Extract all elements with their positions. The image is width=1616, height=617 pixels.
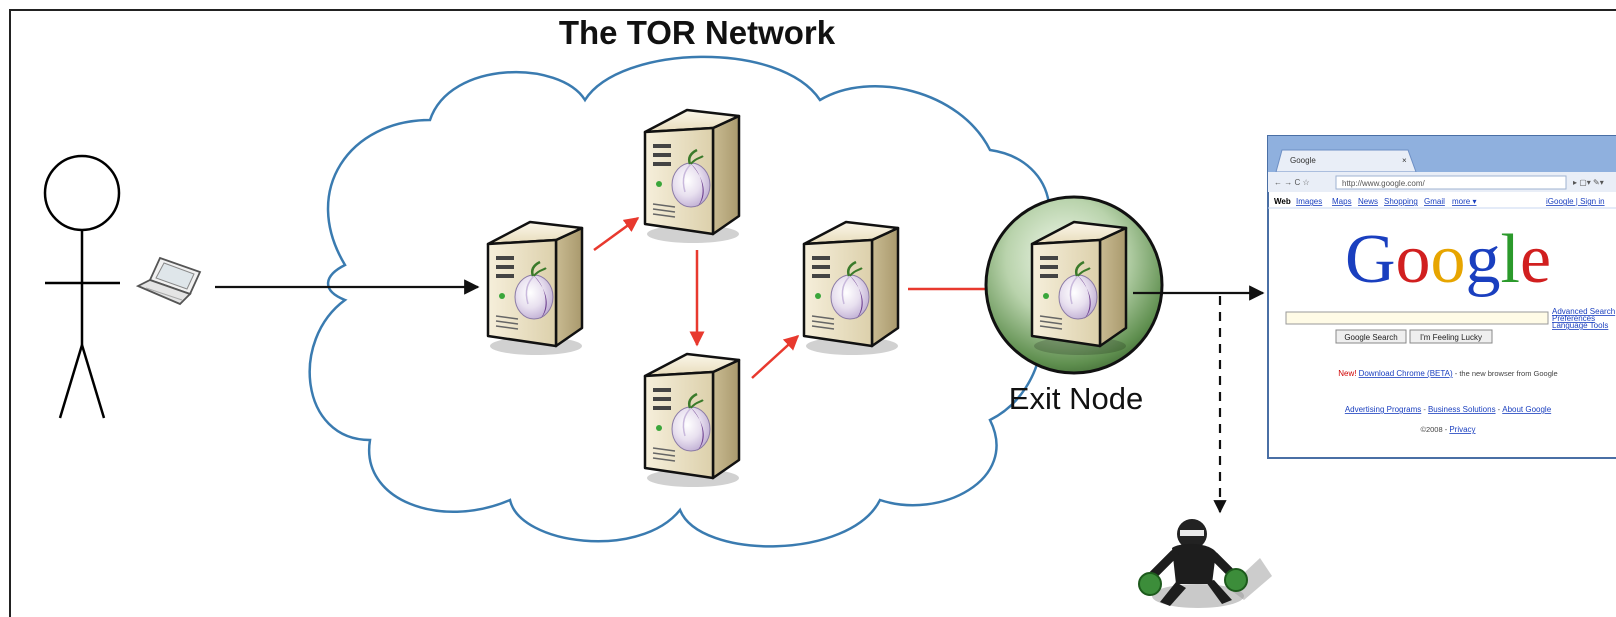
exit-node: [984, 195, 1164, 375]
google-search-button-label: Google Search: [1344, 333, 1397, 342]
google-copyright: ©2008 - Privacy: [1420, 425, 1475, 434]
browser-menu-icons: ▸ ▢▾ ✎▾: [1573, 178, 1604, 187]
google-nav-link: Shopping: [1384, 197, 1418, 206]
google-nav-link: Images: [1296, 197, 1322, 206]
browser-address-bar: [1335, 175, 1567, 190]
server-middle-bottom-icon: [643, 352, 741, 489]
google-account-links: iGoogle | Sign in: [1546, 197, 1605, 206]
server-middle-top-icon: [643, 108, 741, 245]
google-right-link: Advanced Search: [1552, 307, 1615, 316]
user-stick-figure: [43, 154, 121, 419]
browser-tab-close-icon: ×: [1402, 156, 1407, 165]
server-exit-icon: [1030, 220, 1128, 357]
diagram-title: The TOR Network: [559, 14, 836, 51]
browser-address: http://www.google.com/: [1342, 179, 1425, 188]
tor-cloud: [308, 55, 1051, 548]
thief-icon: [1138, 519, 1272, 608]
google-nav-link: Gmail: [1424, 197, 1445, 206]
google-nav-link: Maps: [1332, 197, 1352, 206]
server-entry-icon: [486, 220, 584, 357]
server-relay-icon: [802, 220, 900, 357]
google-right-link: Language Tools: [1552, 321, 1608, 330]
google-promo: New! Download Chrome (BETA) - the new br…: [1338, 369, 1557, 378]
google-nav-link: News: [1358, 197, 1378, 206]
laptop-icon: [135, 256, 202, 306]
browser-tab-title: Google: [1290, 156, 1316, 165]
google-lucky-button: [1409, 329, 1493, 344]
google-nav-web: Web: [1274, 197, 1291, 206]
google-right-link: Preferences: [1552, 314, 1595, 323]
outer-frame: [9, 9, 1616, 617]
exit-node-label: Exit Node: [1009, 381, 1143, 416]
google-logo: Google: [1345, 221, 1551, 298]
google-search-button: [1335, 329, 1407, 344]
hop-arrow-3: [751, 334, 800, 379]
hop-arrow-1: [593, 216, 640, 252]
google-footer-links: Advertising Programs - Business Solution…: [1345, 405, 1552, 414]
google-nav-bar: Web Images Maps News Shopping Gmail more…: [1274, 197, 1605, 206]
browser-nav-icons: ← → C ☆: [1274, 178, 1310, 187]
browser-window: Google × ← → C ☆ http://www.google.com/ …: [1267, 135, 1616, 459]
google-search-input: [1285, 311, 1549, 325]
google-lucky-button-label: I'm Feeling Lucky: [1420, 333, 1482, 342]
google-nav-link: more ▾: [1452, 197, 1476, 206]
